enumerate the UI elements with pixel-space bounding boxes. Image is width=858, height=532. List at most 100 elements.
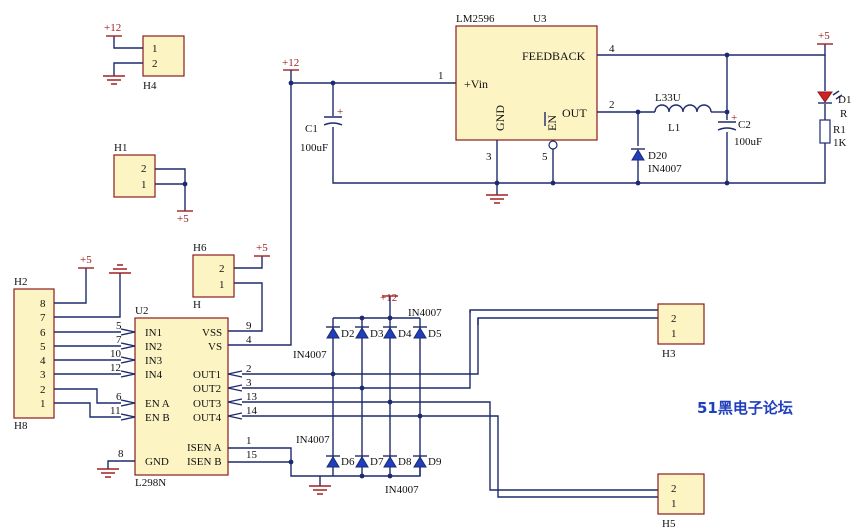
diode-d2 [326, 326, 340, 339]
u3-pin-out: OUT [562, 106, 587, 120]
u2-num-3: 3 [246, 377, 252, 389]
u2-num-14: 14 [246, 405, 258, 417]
u2-pin-isena: ISEN A [187, 442, 222, 454]
u2-pin-isenb: ISEN B [187, 456, 222, 468]
h2-ref: H2 [14, 276, 27, 288]
u2-num-4: 4 [246, 334, 252, 346]
u3-pin-vin: +Vin [464, 77, 488, 91]
u2-pin-out3: OUT3 [193, 398, 222, 410]
u2-ground-symbol [97, 468, 119, 478]
u2-num-12: 12 [110, 362, 121, 374]
h3-pin-2: 2 [671, 313, 677, 325]
diode-d3 [355, 326, 369, 339]
bridge-part-label-bottom-left: IN4007 [296, 434, 330, 446]
u2-pin-vs: VS [208, 341, 222, 353]
h2-pin-8: 8 [40, 298, 46, 310]
r1-value: 1K [833, 137, 847, 149]
h2-rail-label: +5 [80, 254, 92, 266]
output-filter: L33U L1 + C2 100uF D20 IN4007 [631, 55, 762, 186]
u2-num-2: 2 [246, 363, 252, 375]
u2-num-6: 6 [116, 391, 122, 403]
u2-num-7: 7 [116, 334, 122, 346]
u3-num-3: 3 [486, 151, 492, 163]
diode-d4 [383, 326, 397, 339]
h6-pin-2: 2 [219, 263, 225, 275]
h2-pin-1: 1 [40, 398, 46, 410]
h2-body [13, 288, 55, 419]
d1-ref: D1 [838, 94, 851, 106]
h5-body [657, 473, 705, 515]
input-section: +12 + C1 100uF [282, 57, 826, 184]
h6-pin-1: 1 [219, 279, 225, 291]
u2-pin-out4: OUT4 [193, 412, 222, 424]
h5-pin-1: 1 [671, 498, 677, 510]
r1-type: R [840, 108, 848, 120]
diode-bridge: +12 D2 D3 D4 D5 D6 D7 D8 D9 IN4007 IN400… [293, 292, 442, 496]
capacitor-c1: + [323, 106, 343, 126]
c1-value: 100uF [300, 142, 328, 154]
header-h1: 2 1 H1 +5 [113, 142, 193, 225]
ic-u3-lm2596: LM2596 U3 FEEDBACK +Vin GND EN OUT 1 4 2… [438, 13, 826, 204]
u2-pin-enb: EN B [145, 412, 170, 424]
u3-num-1: 1 [438, 70, 444, 82]
d2-ref: D2 [341, 328, 354, 340]
h5-ref: H5 [662, 518, 676, 530]
d5-ref: D5 [428, 328, 442, 340]
u2-num-8: 8 [118, 448, 124, 460]
c1-plus-sign: + [337, 106, 343, 118]
h4-ground-symbol [103, 75, 125, 85]
status-led-section: +5 D1 R R1 1K [817, 30, 851, 149]
u2-pin-out1: OUT1 [193, 369, 221, 381]
d20-ref: D20 [648, 150, 667, 162]
h4-ref: H4 [143, 80, 157, 92]
c2-ref: C2 [738, 119, 751, 131]
u2-num-15: 15 [246, 449, 258, 461]
u3-num-4: 4 [609, 43, 615, 55]
u2-body [134, 317, 229, 476]
h6-body [192, 254, 235, 298]
u3-pin-feedback: FEEDBACK [522, 49, 586, 63]
d6-ref: D6 [341, 456, 355, 468]
u2-num-9: 9 [246, 320, 252, 332]
bridge-part-label-bottom-right: IN4007 [385, 484, 419, 496]
diode-d20 [631, 148, 645, 161]
u3-pin-gnd: GND [493, 105, 507, 131]
output-rail-label: +5 [818, 30, 830, 42]
forum-watermark: 51黑电子论坛 [697, 399, 793, 417]
h1-pin-2: 2 [141, 163, 147, 175]
c1-ref: C1 [305, 123, 318, 135]
diode-d6 [326, 455, 340, 468]
h4-body [142, 35, 185, 77]
u2-pin-in3: IN3 [145, 355, 163, 367]
header-h3: 2 1 H3 [657, 303, 705, 360]
u3-num-2: 2 [609, 99, 615, 111]
h5-pin-2: 2 [671, 483, 677, 495]
u2-pin-in2: IN2 [145, 341, 162, 353]
h6-ref: H6 [193, 242, 207, 254]
u2-pin-in1: IN1 [145, 327, 162, 339]
diode-d7 [355, 455, 369, 468]
h4-pin-1: 1 [152, 43, 158, 55]
u2-pin-out2: OUT2 [193, 383, 221, 395]
u2-pin-gnd: GND [145, 456, 169, 468]
d3-ref: D3 [370, 328, 384, 340]
h2-pin-2: 2 [40, 384, 46, 396]
u2-num-11: 11 [110, 405, 121, 417]
h2-pin-4: 4 [40, 355, 46, 367]
h6-value: H [193, 299, 201, 311]
header-h5: 2 1 H5 [657, 473, 705, 530]
u3-name: LM2596 [456, 13, 495, 25]
c2-value: 100uF [734, 136, 762, 148]
diode-d8 [383, 455, 397, 468]
d4-ref: D4 [398, 328, 412, 340]
u2-num-1: 1 [246, 435, 252, 447]
header-h4: 1 2 H4 +12 [103, 22, 185, 92]
h2-pin-7: 7 [40, 312, 46, 324]
h2-value: H8 [14, 420, 28, 432]
h4-rail-label: +12 [104, 22, 121, 34]
u2-num-13: 13 [246, 391, 258, 403]
l1-ref: L1 [668, 122, 680, 134]
u2-num-10: 10 [110, 348, 122, 360]
inductor-l1 [654, 104, 712, 113]
r1-ref: R1 [833, 124, 846, 136]
